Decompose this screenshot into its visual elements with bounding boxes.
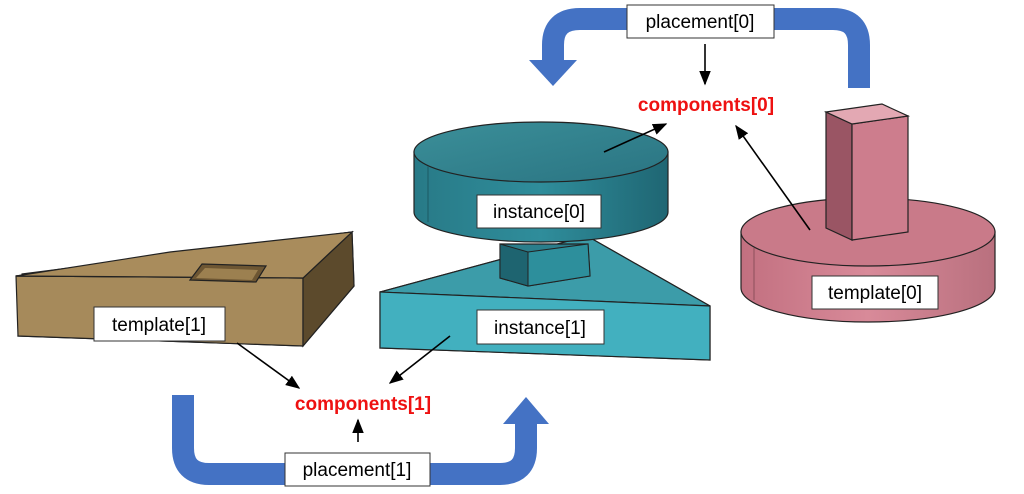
arrow-instance0-to-components0 bbox=[603, 123, 668, 153]
instance0-label: instance[0] bbox=[476, 194, 602, 229]
instance1-text: instance[1] bbox=[494, 318, 586, 339]
template0-text: template[0] bbox=[828, 283, 922, 304]
template1-text: template[1] bbox=[112, 315, 206, 336]
arrow-template1-to-components1 bbox=[236, 342, 301, 389]
placement0-text: placement[0] bbox=[646, 12, 755, 33]
instance0-text: instance[0] bbox=[493, 202, 585, 223]
template0-label: template[0] bbox=[811, 275, 939, 310]
placement1-label: placement[1] bbox=[284, 452, 431, 487]
components0-label: components[0] bbox=[638, 95, 774, 116]
connector-arrows bbox=[236, 44, 811, 442]
arrow-template0-to-components0 bbox=[735, 124, 811, 231]
arrow-instance1-to-components1 bbox=[388, 335, 451, 384]
placement0-label: placement[0] bbox=[626, 4, 775, 39]
placement1-text: placement[1] bbox=[303, 460, 412, 481]
instance1-label: instance[1] bbox=[476, 309, 605, 345]
components1-label: components[1] bbox=[295, 394, 431, 415]
template1-label: template[1] bbox=[93, 306, 226, 342]
